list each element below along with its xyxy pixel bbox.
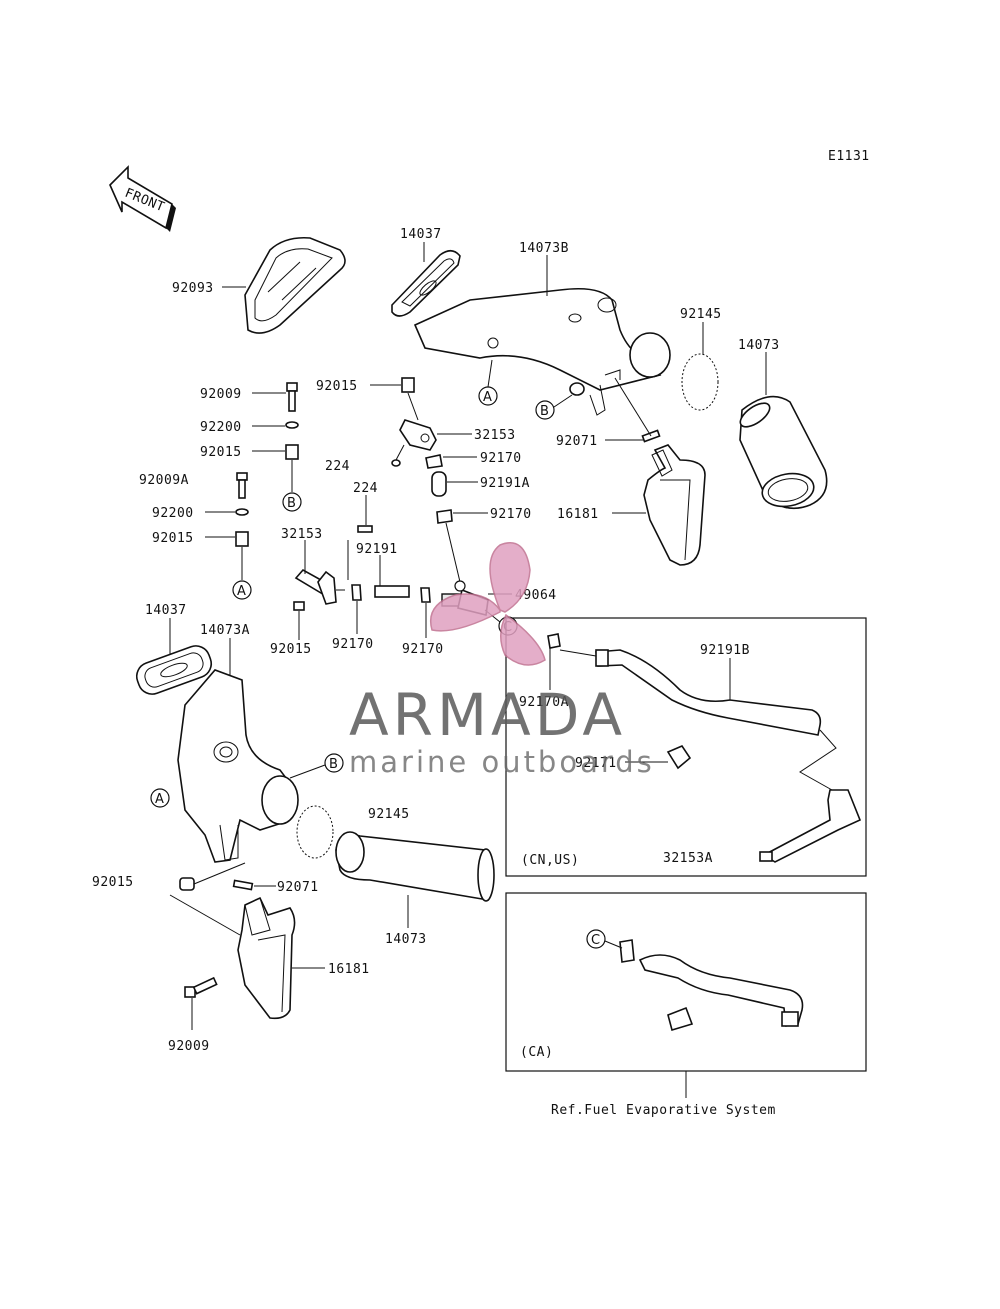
label-92170-a: 92170 — [480, 451, 522, 466]
svg-text:B: B — [329, 757, 338, 772]
label-92009-a: 92009 — [200, 387, 242, 402]
box-label-ca: (CA) — [520, 1045, 553, 1060]
label-92145-top: 92145 — [680, 307, 722, 322]
label-92170A: 92170A — [519, 695, 569, 710]
label-92015-b: 92015 — [316, 379, 358, 394]
svg-text:A: A — [483, 390, 492, 405]
label-92191: 92191 — [356, 542, 398, 557]
label-92009-b: 92009 — [168, 1039, 210, 1054]
label-92145-bottom: 92145 — [368, 807, 410, 822]
bolt-224-part — [357, 525, 373, 533]
ring-92145-bottom-part — [296, 805, 334, 859]
label-16181-bottom: 16181 — [328, 962, 370, 977]
washer-92200-b-part — [235, 508, 249, 516]
hose-92191A-part — [431, 471, 447, 497]
clip-92171-part — [666, 745, 692, 770]
svg-text:A: A — [237, 584, 246, 599]
hose-92191B-part — [595, 649, 822, 736]
label-92170-d: 92170 — [402, 642, 444, 657]
label-14037-bottom: 14037 — [145, 603, 187, 618]
clamp-92170-d-part — [420, 587, 431, 603]
reference-note: Ref.Fuel Evaporative System — [551, 1103, 776, 1118]
collar-92015-e-part — [179, 877, 195, 891]
label-92170-c: 92170 — [332, 637, 374, 652]
label-92191B: 92191B — [700, 643, 750, 658]
callout-a-upper: A — [478, 386, 498, 406]
bracket-16181-bottom-part — [237, 896, 296, 1020]
hose-92191-part — [374, 585, 410, 598]
clamp-92170-c-part — [351, 584, 362, 601]
front-arrow-icon: FRONT — [109, 165, 176, 232]
armada-logo-icon — [430, 542, 546, 666]
label-92015-d: 92015 — [270, 642, 312, 657]
callout-a-lower: A — [150, 788, 170, 808]
collar-92015-a-part — [285, 444, 299, 460]
label-92015-c: 92015 — [152, 531, 194, 546]
fitting-32153-top-part — [399, 419, 437, 451]
label-92071-bottom: 92071 — [277, 880, 319, 895]
gasket-92093-part — [244, 236, 346, 334]
label-92015-e: 92015 — [92, 875, 134, 890]
label-92191A: 92191A — [480, 476, 530, 491]
plate-14037-top-part — [391, 249, 461, 317]
washer-92200-a-part — [285, 421, 299, 429]
cn-us-variant-box — [505, 617, 867, 877]
bolt-92009A-part — [236, 472, 248, 499]
bolt-92009-b-part — [184, 976, 218, 998]
diagram-code: E1131 — [828, 149, 870, 164]
svg-text:A: A — [155, 792, 164, 807]
svg-text:B: B — [287, 496, 296, 511]
bracket-16181-top-part — [643, 444, 706, 566]
fitting-32153-mid-part — [294, 568, 345, 605]
clamp-92170A-part — [547, 633, 561, 649]
label-92200-a: 92200 — [200, 420, 242, 435]
label-32153-mid: 32153 — [281, 527, 323, 542]
callout-b-upper: B — [535, 400, 555, 420]
pipe-14073-bottom-part — [335, 831, 495, 902]
label-92009A: 92009A — [139, 473, 189, 488]
callout-c-ca: C — [586, 929, 606, 949]
label-224-a: 224 — [325, 459, 350, 474]
label-16181-top: 16181 — [557, 507, 599, 522]
pipe-14073-top-part — [739, 395, 828, 510]
ring-92145-top-part — [681, 353, 719, 411]
duct-14073B-part — [413, 287, 671, 416]
label-92171: 92171 — [575, 756, 617, 771]
label-14073B: 14073B — [519, 241, 569, 256]
plate-14037-bottom-part — [135, 645, 213, 695]
label-92071-top: 92071 — [556, 434, 598, 449]
collar-92015-c-part — [235, 531, 249, 547]
clip-92071-bottom-part — [232, 879, 254, 891]
bolt-92009-a-part — [286, 382, 298, 412]
watermark-tagline: marine outboards — [349, 745, 655, 779]
label-224-b: 224 — [353, 481, 378, 496]
label-14073-bottom: 14073 — [385, 932, 427, 947]
box-label-cn-us: (CN,US) — [521, 853, 579, 868]
label-32153A: 32153A — [663, 851, 713, 866]
clamp-92170-b-part — [436, 509, 453, 524]
svg-text:B: B — [540, 404, 549, 419]
collar-92015-d-part — [293, 601, 305, 611]
label-92093: 92093 — [172, 281, 214, 296]
label-92170-b: 92170 — [490, 507, 532, 522]
watermark-brand: ARMADA — [349, 681, 626, 749]
collar-92015-b-part — [401, 377, 415, 393]
label-14073-top: 14073 — [738, 338, 780, 353]
duct-14073A-part — [177, 669, 299, 863]
svg-text:C: C — [591, 933, 600, 948]
label-14073A: 14073A — [200, 623, 250, 638]
label-92200-b: 92200 — [152, 506, 194, 521]
clamp-92170-a-part — [425, 454, 443, 469]
label-32153-top: 32153 — [474, 428, 516, 443]
hose-ca-part — [619, 939, 804, 1032]
label-49064: 49064 — [515, 588, 557, 603]
callout-b-lower: B — [324, 753, 344, 773]
callout-a-left: A — [232, 580, 252, 600]
callout-b-left: B — [282, 492, 302, 512]
label-92015-a: 92015 — [200, 445, 242, 460]
label-14037-top: 14037 — [400, 227, 442, 242]
pipe-32153A-part — [759, 789, 862, 863]
